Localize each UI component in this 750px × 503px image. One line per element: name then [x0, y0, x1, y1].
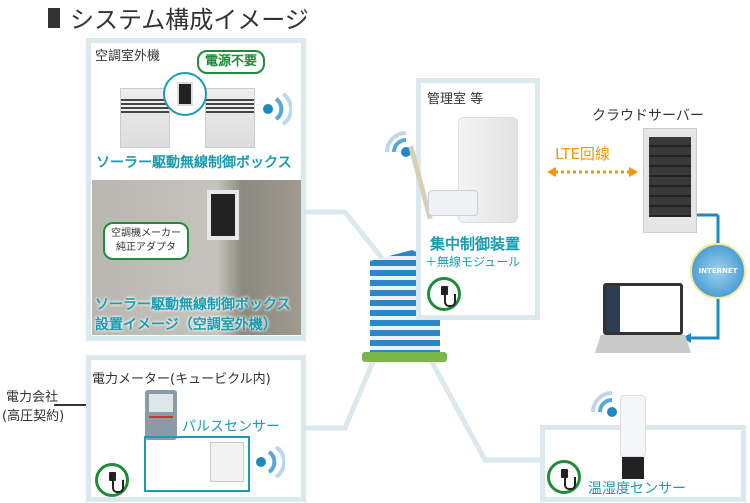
wireless-signal-icon — [256, 445, 285, 479]
electric-meter — [145, 390, 177, 440]
ac-unit-right — [205, 88, 255, 148]
page-title: システム構成イメージ — [70, 6, 309, 34]
cloud-server-icon — [643, 128, 697, 233]
wireless-signal-icon — [263, 92, 292, 126]
power-free-badge: 電源不要 — [197, 50, 266, 74]
controller-caption-line1: 集中制御装置 — [430, 235, 521, 253]
control-room-label: 管理室 等 — [427, 92, 484, 107]
solar-box-caption: ソーラー駆動無線制御ボックス — [96, 155, 292, 171]
power-plug-icon — [547, 460, 581, 494]
control-box-circle — [163, 72, 207, 116]
pulse-sensor-caption: パルスセンサー — [182, 419, 280, 435]
meter-label: 電力メーター(キュービクル内) — [92, 372, 271, 387]
adapter-bubble: 空調機メーカー 純正アダプタ — [103, 222, 189, 260]
laptop-base — [595, 335, 691, 353]
supplier-line1: 電力会社 — [6, 390, 59, 405]
laptop-screen — [603, 283, 683, 335]
internet-label: INTERNET — [698, 267, 738, 275]
meter-panel — [86, 355, 306, 502]
photo-caption-line2: 設置イメージ（空調室外機） — [95, 317, 277, 333]
controller-caption-line2: ＋無線モジュール — [425, 255, 521, 269]
pulse-sensor-device — [210, 442, 244, 482]
sensor-stand — [622, 457, 644, 479]
photo-caption-line1: ソーラー駆動無線制御ボックス — [95, 297, 291, 313]
outdoor-unit-label: 空調室外機 — [95, 49, 161, 64]
power-plug-icon — [95, 463, 129, 497]
temp-humidity-sensor — [620, 395, 646, 457]
wireless-signal-icon — [385, 131, 411, 157]
adapter-bubble-line2: 純正アダプタ — [116, 242, 176, 253]
adapter-bubble-line1: 空調機メーカー — [111, 228, 181, 239]
internet-globe: INTERNET — [690, 243, 746, 299]
supplier-line2: (高圧契約) — [2, 409, 65, 424]
cloud-server-label: クラウドサーバー — [592, 108, 704, 124]
wireless-module — [428, 190, 478, 216]
power-plug-icon — [427, 277, 461, 311]
building-base — [362, 352, 447, 362]
lte-link-arrow — [547, 167, 638, 177]
temp-humidity-caption: 温湿度センサー — [588, 481, 686, 497]
controller-device — [458, 117, 518, 223]
ac-unit-left — [120, 88, 170, 148]
pulse-sensor-frame — [144, 436, 250, 492]
lte-label: LTE回線 — [555, 145, 610, 163]
wireless-signal-icon — [591, 391, 617, 417]
title-bullet — [48, 8, 60, 28]
